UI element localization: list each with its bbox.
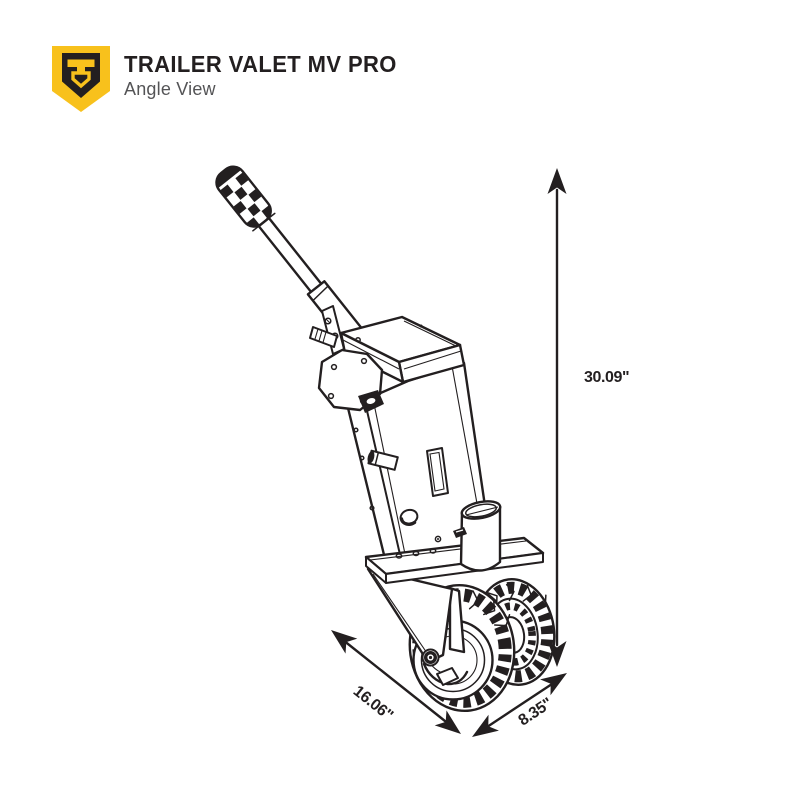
release-peg [309,326,338,348]
side-pin [367,449,399,471]
mount-hole [399,508,419,526]
height-dimension-label: 30.09" [584,369,629,386]
coupler-cup [453,500,502,572]
width-dimension-label: 8.35" [516,695,556,729]
main-column [346,361,493,569]
header: TRAILER VALET MV PRO Angle View [52,46,397,112]
vent-slot [426,447,449,497]
cup-bolt [453,527,467,538]
grip-knurl-pattern [211,161,275,231]
header-text: TRAILER VALET MV PRO Angle View [124,46,397,100]
dimension-height: 30.09" [547,168,630,667]
caster-fork [366,567,469,686]
page-subtitle: Angle View [124,79,216,100]
fork-foot [436,667,459,686]
length-dimension-label: 16.06" [350,683,396,724]
hub-bolt [421,648,440,667]
drive-housing [339,315,466,384]
page-title: TRAILER VALET MV PRO [124,50,397,77]
latch-bracket [309,305,345,355]
trailer-valet-shield-icon [52,46,110,112]
arrow-downright-icon [434,710,467,742]
gearbox-plate [317,348,384,413]
arrow-downleft-icon [466,714,499,745]
handle-assembly [211,161,365,345]
